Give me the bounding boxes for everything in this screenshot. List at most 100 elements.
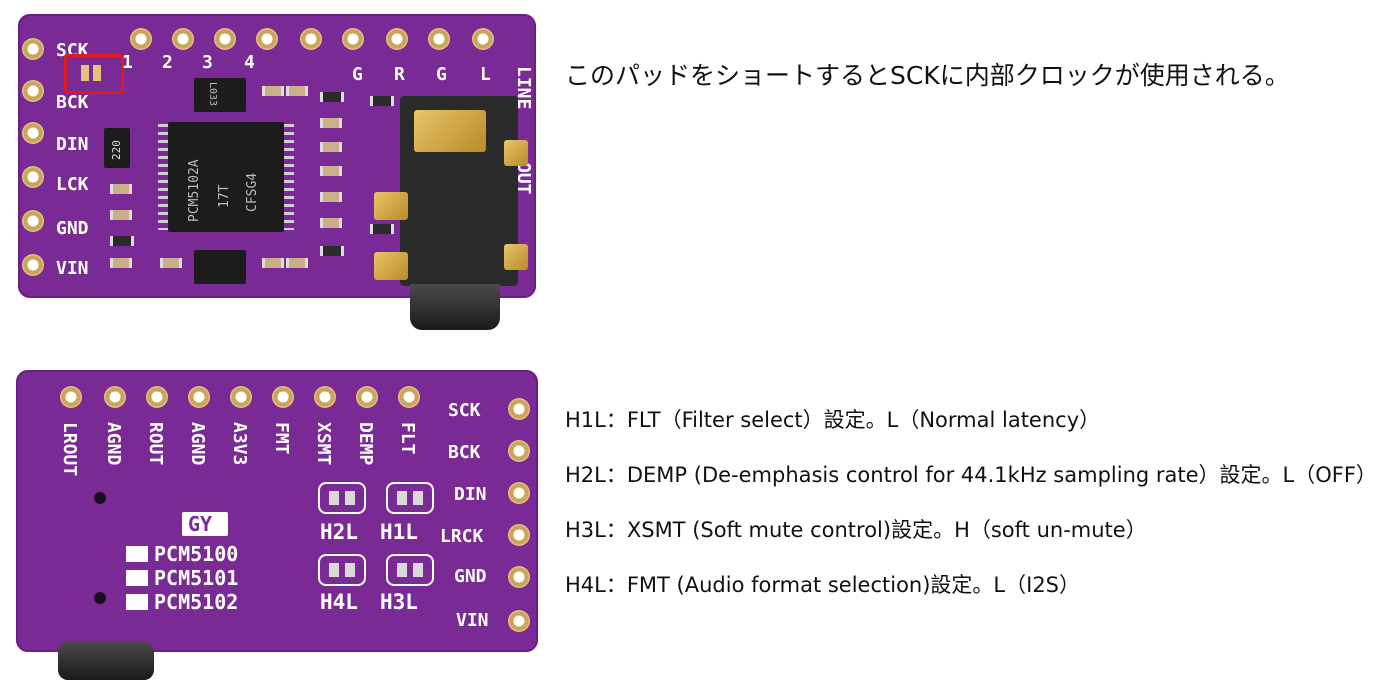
capacitor bbox=[286, 86, 308, 96]
pin-pad bbox=[508, 524, 530, 546]
pin-label-agnd2: AGND bbox=[187, 422, 208, 466]
jack-contact bbox=[504, 140, 528, 166]
pin-label-din-bottom: DIN bbox=[454, 484, 487, 505]
pin-label-flt: FLT bbox=[397, 422, 418, 455]
jack-contact bbox=[374, 252, 408, 280]
pin-letter-g: G bbox=[352, 64, 363, 85]
pin-pad bbox=[22, 166, 44, 188]
pin-pad bbox=[60, 386, 82, 408]
spec-h1l: H1L：FLT（Filter select）設定。L（Normal latenc… bbox=[565, 408, 1101, 432]
pin-pad bbox=[104, 386, 126, 408]
capacitor bbox=[160, 258, 182, 268]
pin-letter-g2: G bbox=[436, 64, 447, 85]
pin-pad bbox=[386, 28, 408, 50]
pin-pad bbox=[300, 28, 322, 50]
pin-pad bbox=[398, 386, 420, 408]
jumper-label-h2l: H2L bbox=[320, 520, 358, 544]
pin-pad bbox=[256, 28, 278, 50]
pin-label-vin: VIN bbox=[56, 258, 89, 279]
pin-label-sck-bottom: SCK bbox=[448, 400, 481, 421]
sck-short-pad-highlight bbox=[64, 54, 124, 94]
pin-pad bbox=[22, 80, 44, 102]
pin-label-lrout: LROUT bbox=[59, 422, 80, 477]
mounting-hole bbox=[94, 592, 106, 604]
gy-logo-text: GY bbox=[188, 512, 213, 536]
pin-label-demp: DEMP bbox=[355, 422, 376, 466]
pin-pad bbox=[214, 28, 236, 50]
capacitor bbox=[320, 142, 342, 152]
pcm5102a-chip: PCM5102A 17T CFSG4 bbox=[168, 122, 284, 232]
pin-number-3: 3 bbox=[202, 52, 213, 73]
spec-h3l: H3L：XSMT (Soft mute control)設定。H（soft un… bbox=[565, 518, 1147, 542]
pin-pad bbox=[472, 28, 494, 50]
capacitor bbox=[286, 258, 308, 268]
capacitor bbox=[110, 184, 132, 194]
chip-label-model: PCM5102A bbox=[187, 159, 202, 222]
capacitor bbox=[320, 118, 342, 128]
pin-letter-r: R bbox=[394, 64, 405, 85]
pin-label-lrck-bottom: LRCK bbox=[440, 526, 484, 547]
resistor bbox=[320, 92, 344, 102]
jumper-label-h3l: H3L bbox=[380, 590, 418, 614]
pin-pad bbox=[272, 386, 294, 408]
gy-logo: GY bbox=[182, 512, 228, 536]
pin-label-gnd: GND bbox=[56, 218, 89, 239]
pin-number-2: 2 bbox=[162, 52, 173, 73]
pin-letter-l: L bbox=[480, 64, 491, 85]
jumper-h4l bbox=[318, 554, 366, 586]
pin-pad bbox=[22, 254, 44, 276]
pin-pad bbox=[230, 386, 252, 408]
jumper-h1l bbox=[386, 482, 434, 514]
chip-label-lot: CFSG4 bbox=[245, 172, 260, 212]
pin-pad bbox=[508, 482, 530, 504]
capacitor bbox=[262, 258, 284, 268]
pin-label-fmt: FMT bbox=[271, 422, 292, 455]
capacitor bbox=[320, 166, 342, 176]
pcb-bottom-view: LROUT AGND ROUT AGND A3V3 FMT XSMT DEMP … bbox=[16, 370, 538, 680]
pin-pad bbox=[508, 610, 530, 632]
spec-h2l: H2L：DEMP (De-emphasis control for 44.1kH… bbox=[565, 463, 1377, 487]
jumper-h3l bbox=[386, 554, 434, 586]
resistor bbox=[320, 246, 344, 256]
variant-pcm5102: PCM5102 bbox=[154, 590, 239, 614]
pin-number-1: 1 bbox=[122, 52, 133, 73]
chip-pins-right bbox=[284, 124, 294, 230]
pin-label-lck: LCK bbox=[56, 174, 89, 195]
pin-pad bbox=[188, 386, 210, 408]
jack-contact bbox=[374, 192, 408, 220]
pin-pad bbox=[146, 386, 168, 408]
variant-pcm5101: PCM5101 bbox=[154, 566, 239, 590]
pin-pad bbox=[356, 386, 378, 408]
chip-pins-left bbox=[158, 124, 168, 230]
variant-checkbox bbox=[126, 594, 148, 610]
capacitor bbox=[320, 218, 342, 228]
pin-pad bbox=[342, 28, 364, 50]
regulator-chip-2 bbox=[194, 250, 246, 284]
pin-label-agnd: AGND bbox=[103, 422, 124, 466]
pin-label-bck: BCK bbox=[56, 92, 89, 113]
pin-pad bbox=[22, 38, 44, 60]
resistor bbox=[370, 224, 394, 234]
pin-label-gnd-bottom: GND bbox=[454, 566, 487, 587]
jumper-h2l bbox=[318, 482, 366, 514]
resistor bbox=[110, 236, 134, 246]
jumper-label-h1l: H1L bbox=[380, 520, 418, 544]
sck-pad-note: このパッドをショートするとSCKに内部クロックが使用される。 bbox=[565, 61, 1290, 90]
pin-pad bbox=[508, 398, 530, 420]
pcb-top-view: SCK BCK DIN LCK GND VIN 1 2 3 4 G R G L … bbox=[18, 14, 536, 330]
variant-pcm5100: PCM5100 bbox=[154, 542, 239, 566]
jack-plug bbox=[58, 642, 154, 680]
regulator-chip: L033 bbox=[194, 78, 246, 112]
jack-contact bbox=[504, 244, 528, 270]
pin-label-vin-bottom: VIN bbox=[456, 610, 489, 631]
pin-pad bbox=[508, 566, 530, 588]
chip-label-code: 17T bbox=[217, 184, 232, 208]
resistor-array: 220 bbox=[104, 128, 130, 168]
resistor-array-label: 220 bbox=[110, 140, 123, 160]
pin-number-4: 4 bbox=[244, 52, 255, 73]
regulator-label: L033 bbox=[207, 82, 218, 107]
pin-pad bbox=[130, 28, 152, 50]
resistor bbox=[370, 96, 394, 106]
capacitor bbox=[320, 192, 342, 202]
jack-plug bbox=[410, 284, 500, 330]
